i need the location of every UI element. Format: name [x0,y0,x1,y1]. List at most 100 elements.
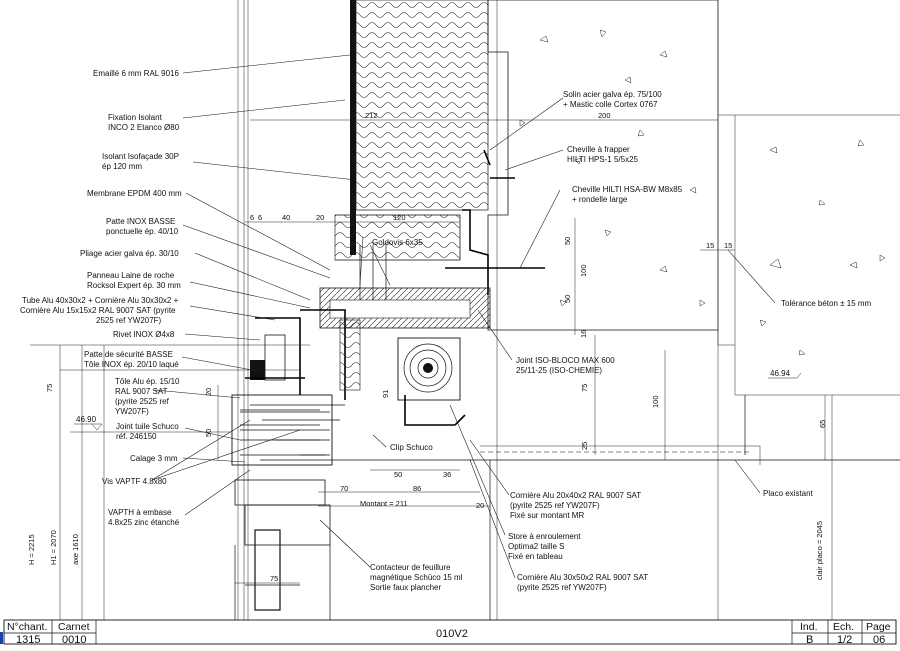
label-store-3: Fixé en tableau [508,552,563,561]
label-cheville-1a: Cheville à frapper [567,145,630,154]
label-fixation-1: Fixation Isolant [108,113,163,122]
dim-50b: 50 [563,295,572,303]
label-vis-vaptf: Vis VAPTF 4.8x80 [102,477,167,486]
label-corniere-20-2: (pyrite 2525 ref YW207F) [510,501,600,510]
label-tole-3: (pyrite 2525 ref [115,397,170,406]
label-membrane: Membrane EPDM 400 mm [87,189,182,198]
label-corniere-30-1: Cornière Alu 30x50x2 RAL 9007 SAT [517,573,648,582]
dim-20c: 20 [476,501,484,510]
label-pliage: Pliage acier galva ép. 30/10 [80,249,179,258]
title-header-carnet: Carnet [58,621,90,633]
dimension-lines [217,119,826,584]
dim-h2215: H = 2215 [27,534,36,565]
title-value-carnet: 0010 [62,634,86,646]
concrete-slab [487,0,900,396]
leader-lines [151,54,776,579]
label-tole-1: Tôle Alu ép. 15/10 [115,377,180,386]
window-frame [231,394,345,620]
label-store-2: Optima2 taille S [508,542,564,551]
title-value-ind: B [806,634,813,646]
label-isolant-2: ép 120 mm [102,162,142,171]
label-rivet: Rivet INOX Ø4x8 [113,330,175,339]
floor-lines [345,395,900,620]
label-tole-2: RAL 9007 SAT [115,387,168,396]
dim-20b: 20 [204,388,213,396]
dim-86: 86 [413,484,421,493]
label-calage: Calage 3 mm [130,454,178,463]
label-securite-1: Patte de sécurité BASSE [84,350,173,359]
dim-100b: 100 [651,395,660,408]
dim-75a: 75 [45,384,54,392]
dim-40: 40 [282,213,290,222]
dim-6a: 6 [250,213,254,222]
label-joint-iso-1: Joint ISO-BLOCO MAX 600 [516,356,615,365]
label-corniere-20-1: Cornière Alu 20x40x2 RAL 9007 SAT [510,491,641,500]
dim-212: 212 [365,111,378,120]
dim-25: 25 [580,442,589,450]
facade-cladding [334,0,491,295]
dim-50d: 50 [394,470,402,479]
label-patte-basse-1: Patte INOX BASSE [106,217,175,226]
title-drawing-ref: 010V2 [436,628,468,640]
dim-clair-placo: clair placo = 2045 [815,521,824,580]
label-patte-basse-2: ponctuelle ép. 40/10 [106,227,179,236]
label-goldovis: Goldovis 6x35 [372,238,423,247]
title-header-ech: Ech. [833,621,854,633]
dim-15b: 15 [724,241,732,250]
title-value-chant: 1315 [16,634,40,646]
dim-91: 91 [381,390,390,398]
label-panneau-1: Panneau Laine de roche [87,271,175,280]
label-tube-3: 2525 ref YW207F) [96,316,162,325]
label-contacteur-1: Contacteur de feuillure [370,563,451,572]
fasteners [250,177,545,456]
dim-200: 200 [598,111,611,120]
label-securite-2: Tôle INOX ép. 20/10 laqué [84,360,179,369]
label-placo: Placo existant [763,489,814,498]
label-cheville-1b: HILTI HPS-1 5/5x25 [567,155,639,164]
level-4694: 46.94 [770,369,791,378]
label-solin-2: + Mastic colle Cortex 0767 [563,100,658,109]
label-fixation-2: INCO 2 Etanco Ø80 [108,123,180,132]
dim-montant: Montant = 211 [360,499,408,508]
label-store-1: Store à enroulement [508,532,581,541]
label-joint-tuile-2: réf. 246150 [116,432,157,441]
label-joint-tuile-1: Joint tuile Schuco [116,422,179,431]
dim-15a: 15 [706,241,714,250]
title-header-page: Page [866,621,891,633]
dim-axe1610: axe 1610 [71,534,80,565]
label-solin-1: Solin acier galva ép. 75/100 [563,90,662,99]
label-tolerance: Tolérance béton ± 15 mm [781,299,872,308]
label-joint-iso-2: 25/11-25 (ISO-CHEMIE) [516,366,602,375]
reference-lines [30,0,833,620]
dim-50c: 50 [204,429,213,437]
label-contacteur-3: Sortie faux plancher [370,583,441,592]
title-value-page: 06 [873,634,885,646]
dim-70: 70 [340,484,348,493]
dim-6b: 6 [258,213,262,222]
title-header-ind: Ind. [800,621,818,633]
dim-120: 120 [393,213,406,222]
label-isolant-1: Isolant Isofaçade 30P [102,152,179,161]
dim-20a: 20 [316,213,324,222]
label-corniere-20-3: Fixé sur montant MR [510,511,584,520]
label-vapth-1: VAPTH à embase [108,508,172,517]
label-clip: Clip Schuco [390,443,433,452]
dim-36: 36 [443,470,451,479]
dim-50a: 50 [563,237,572,245]
title-value-ech: 1/2 [837,634,852,646]
support-assembly [245,287,491,400]
title-block: N°chant. Carnet 1315 0010 010V2 Ind. Ech… [0,619,897,646]
dim-16: 16 [579,330,588,338]
dim-h2070: H1 = 2070 [49,530,58,565]
label-emaille: Emaillé 6 mm RAL 9016 [93,69,180,78]
label-cheville-2a: Cheville HILTI HSA-BW M8x85 [572,185,683,194]
label-panneau-2: Rocksol Expert ép. 30 mm [87,281,181,290]
label-tole-4: YW207F) [115,407,149,416]
annotation-labels: Emaillé 6 mm RAL 9016 Fixation Isolant I… [20,69,872,592]
label-tube-1: Tube Alu 40x30x2 + Cornière Alu 30x30x2 … [22,296,179,305]
dim-75b: 75 [580,384,589,392]
label-contacteur-2: magnétique Schüco 15 ml [370,573,463,582]
dim-100a: 100 [579,264,588,277]
